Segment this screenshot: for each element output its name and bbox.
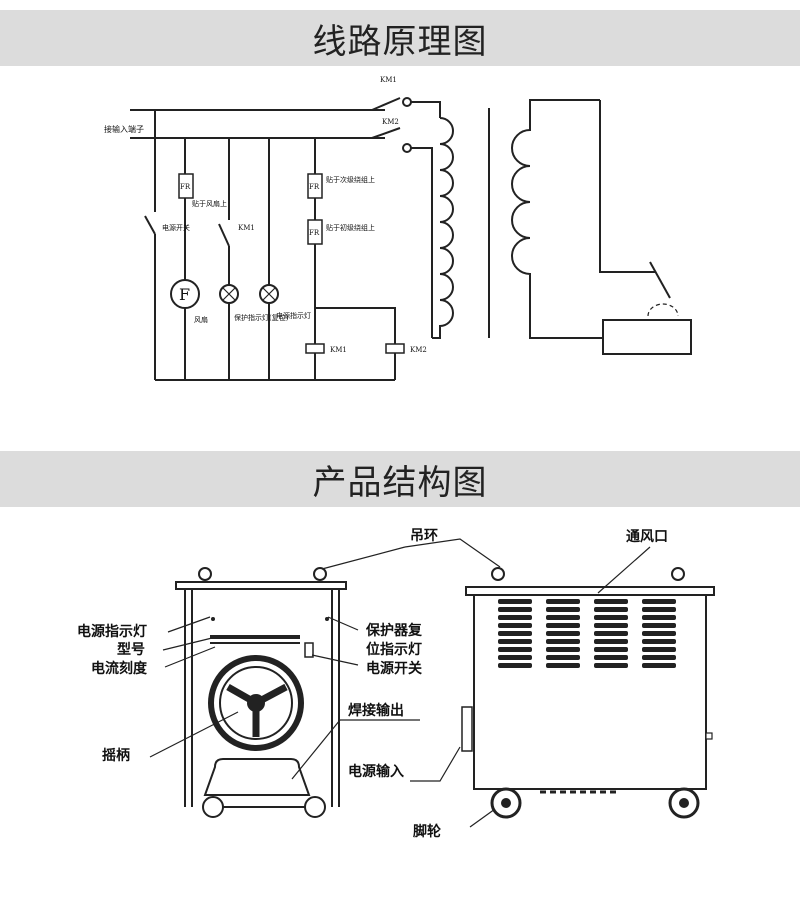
structure-diagram-title: 产品结构图 bbox=[312, 462, 488, 503]
front-right-ring bbox=[313, 567, 327, 581]
km2-contact-label: KM2 bbox=[382, 118, 399, 126]
fr-primary-symbol: FR bbox=[309, 229, 320, 237]
model-label: 型号 bbox=[117, 641, 145, 658]
protector-reset-label-1: 保护器复 bbox=[365, 622, 423, 639]
circuit-diagram-banner: 线路原理图 bbox=[0, 10, 800, 66]
km1-coil bbox=[305, 343, 325, 354]
circuit-diagram-title: 线路原理图 bbox=[312, 21, 488, 62]
fan-letter: F bbox=[179, 285, 190, 304]
workpiece bbox=[602, 319, 692, 355]
input-terminal-label: 接输入端子 bbox=[104, 124, 144, 134]
side-right-ring bbox=[671, 567, 685, 581]
fr-secondary-symbol: FR bbox=[309, 183, 320, 191]
fan-label: 风扇 bbox=[194, 315, 208, 324]
fr-secondary-label: 贴于次级绕组上 bbox=[326, 175, 375, 184]
circuit-diagram: KM1 KM2 接输入端子 FR 贴于风扇上 FR 贴于次级绕组上 FR 贴于初… bbox=[104, 76, 692, 381]
wheels-label: 脚轮 bbox=[413, 823, 441, 840]
side-left-ring bbox=[491, 567, 505, 581]
km2-coil-label: KM2 bbox=[410, 346, 427, 354]
power-input-label: 电源输入 bbox=[348, 763, 404, 780]
fr-fan-label: 贴于风扇上 bbox=[192, 199, 227, 208]
km1-aux-label: KM1 bbox=[238, 224, 255, 232]
structure-diagram: 吊环 通风口 电源指示灯 型号 电流刻度 保护器复 位指示灯 电源开关 焊接输出… bbox=[77, 528, 715, 840]
power-lamp-label: 电源指示灯 bbox=[276, 311, 311, 320]
front-right-wheel bbox=[304, 796, 326, 818]
fr-fan-thermal bbox=[178, 173, 194, 199]
km1-contact-label: KM1 bbox=[380, 76, 397, 84]
front-left-ring bbox=[198, 567, 212, 581]
power-lamp-front-label: 电源指示灯 bbox=[77, 623, 147, 640]
fr-primary-label: 贴于初级绕组上 bbox=[326, 223, 375, 232]
structure-diagram-banner: 产品结构图 bbox=[0, 451, 800, 507]
km2-coil bbox=[385, 343, 405, 354]
power-switch-front-label: 电源开关 bbox=[366, 660, 422, 677]
current-scale-label: 电流刻度 bbox=[91, 660, 148, 677]
transformer-primary bbox=[432, 117, 454, 339]
fr-fan-symbol: FR bbox=[180, 183, 191, 191]
lifting-ring-label: 吊环 bbox=[410, 528, 438, 544]
weld-output-label: 焊接输出 bbox=[348, 702, 404, 719]
fr-primary-thermal bbox=[307, 219, 323, 245]
front-left-wheel bbox=[202, 796, 224, 818]
fr-secondary-thermal bbox=[307, 173, 323, 199]
protector-reset-label-2: 位指示灯 bbox=[366, 641, 422, 658]
transformer-secondary bbox=[511, 99, 603, 339]
vent-label: 通风口 bbox=[626, 529, 668, 545]
km1-coil-label: KM1 bbox=[330, 346, 347, 354]
protect-lamp-label: 保护指示灯(复位) bbox=[234, 313, 289, 322]
power-switch-label: 电源开关 bbox=[162, 223, 190, 232]
fan-symbol bbox=[170, 279, 200, 309]
handle-label: 摇柄 bbox=[102, 747, 130, 764]
vent-slots bbox=[498, 599, 676, 668]
